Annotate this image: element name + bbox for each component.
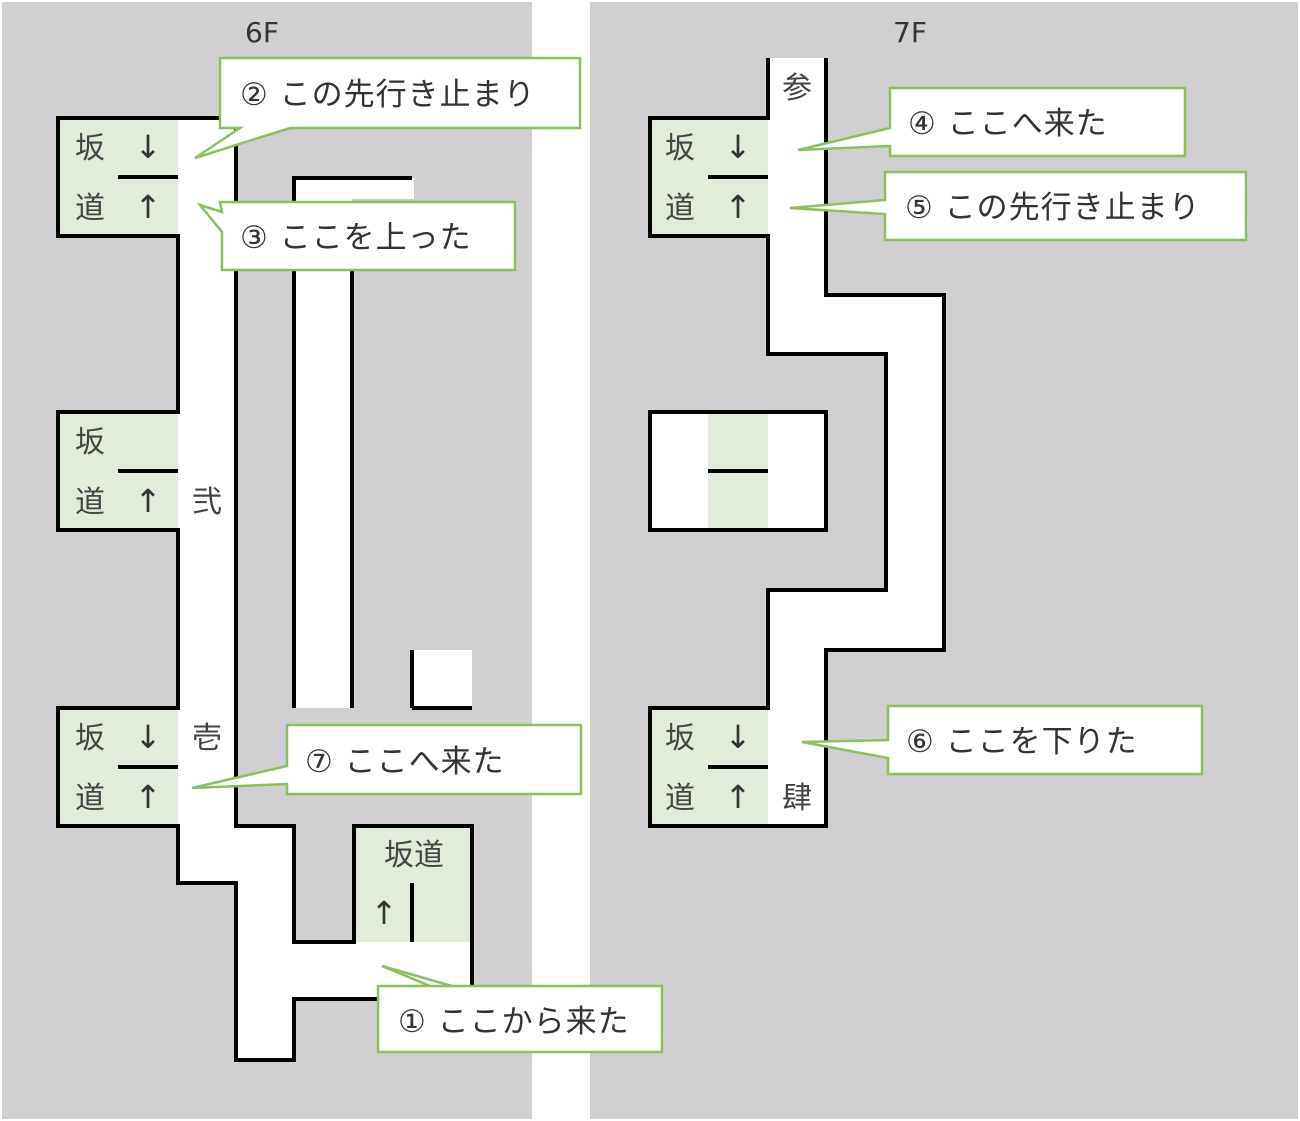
callout-6: ⑥ ここを下りた xyxy=(801,704,1204,776)
ramp-road-label: 道 xyxy=(75,485,105,520)
callout-1: ① ここから来た xyxy=(376,964,664,1054)
outer-wall-7f xyxy=(648,58,946,828)
arrow-up-icon: ↑ xyxy=(725,778,752,816)
callout-2-text: ② この先行き止まり xyxy=(240,77,536,113)
ramp-slope-road-label: 坂道 xyxy=(384,838,444,873)
ramp-road-label: 道 xyxy=(665,191,695,226)
ramp-slope-label: 坂 xyxy=(665,131,695,166)
arrow-up-icon: ↑ xyxy=(371,894,398,932)
callout-4: ④ ここへ来た xyxy=(797,86,1187,158)
arrow-up-icon: ↑ xyxy=(725,188,752,226)
arrow-down-icon: ↓ xyxy=(725,718,752,756)
marker-ni: 弐 xyxy=(192,485,222,520)
ramp-slope-label: 坂 xyxy=(75,425,105,460)
isolated-room-wall-7f xyxy=(648,410,828,532)
callout-1-text: ① ここから来た xyxy=(398,1004,630,1040)
small-room-6f xyxy=(412,650,472,708)
callout-5-text: ⑤ この先行き止まり xyxy=(905,190,1201,226)
callout-2: ② この先行き止まり xyxy=(194,56,582,160)
callout-3-text: ③ ここを上った xyxy=(240,220,472,256)
floor-6f-label: 6F xyxy=(245,16,279,49)
marker-san: 参 xyxy=(782,71,812,106)
floor-7f-label: 7F xyxy=(893,16,927,49)
arrow-up-icon: ↑ xyxy=(135,188,162,226)
ramp-road-label: 道 xyxy=(75,781,105,816)
callout-7-text: ⑦ ここへ来た xyxy=(305,744,505,780)
callout-7: ⑦ ここへ来た xyxy=(191,723,583,796)
pillar-wall-6f xyxy=(292,176,412,708)
arrow-down-icon: ↓ xyxy=(135,718,162,756)
callout-6-text: ⑥ ここを下りた xyxy=(906,724,1138,760)
small-room-wall-6f xyxy=(410,650,472,710)
callout-5: ⑤ この先行き止まり xyxy=(789,170,1248,242)
arrow-down-icon: ↓ xyxy=(135,128,162,166)
marker-shi: 肆 xyxy=(782,781,812,816)
callout-3: ③ ここを上った xyxy=(196,200,517,272)
floor-7f-map xyxy=(648,58,946,828)
outer-wall-6f xyxy=(56,116,474,1062)
ramp-slope-label: 坂 xyxy=(75,721,105,756)
ramp-road-label: 道 xyxy=(665,781,695,816)
ramp-slope-label: 坂 xyxy=(665,721,695,756)
marker-ichi: 壱 xyxy=(192,721,222,756)
ramp-slope-label: 坂 xyxy=(75,131,105,166)
arrow-up-icon: ↑ xyxy=(135,482,162,520)
callout-4-text: ④ ここへ来た xyxy=(908,106,1108,142)
arrow-down-icon: ↓ xyxy=(725,128,752,166)
ramp-road-label: 道 xyxy=(75,191,105,226)
arrow-up-icon: ↑ xyxy=(135,778,162,816)
